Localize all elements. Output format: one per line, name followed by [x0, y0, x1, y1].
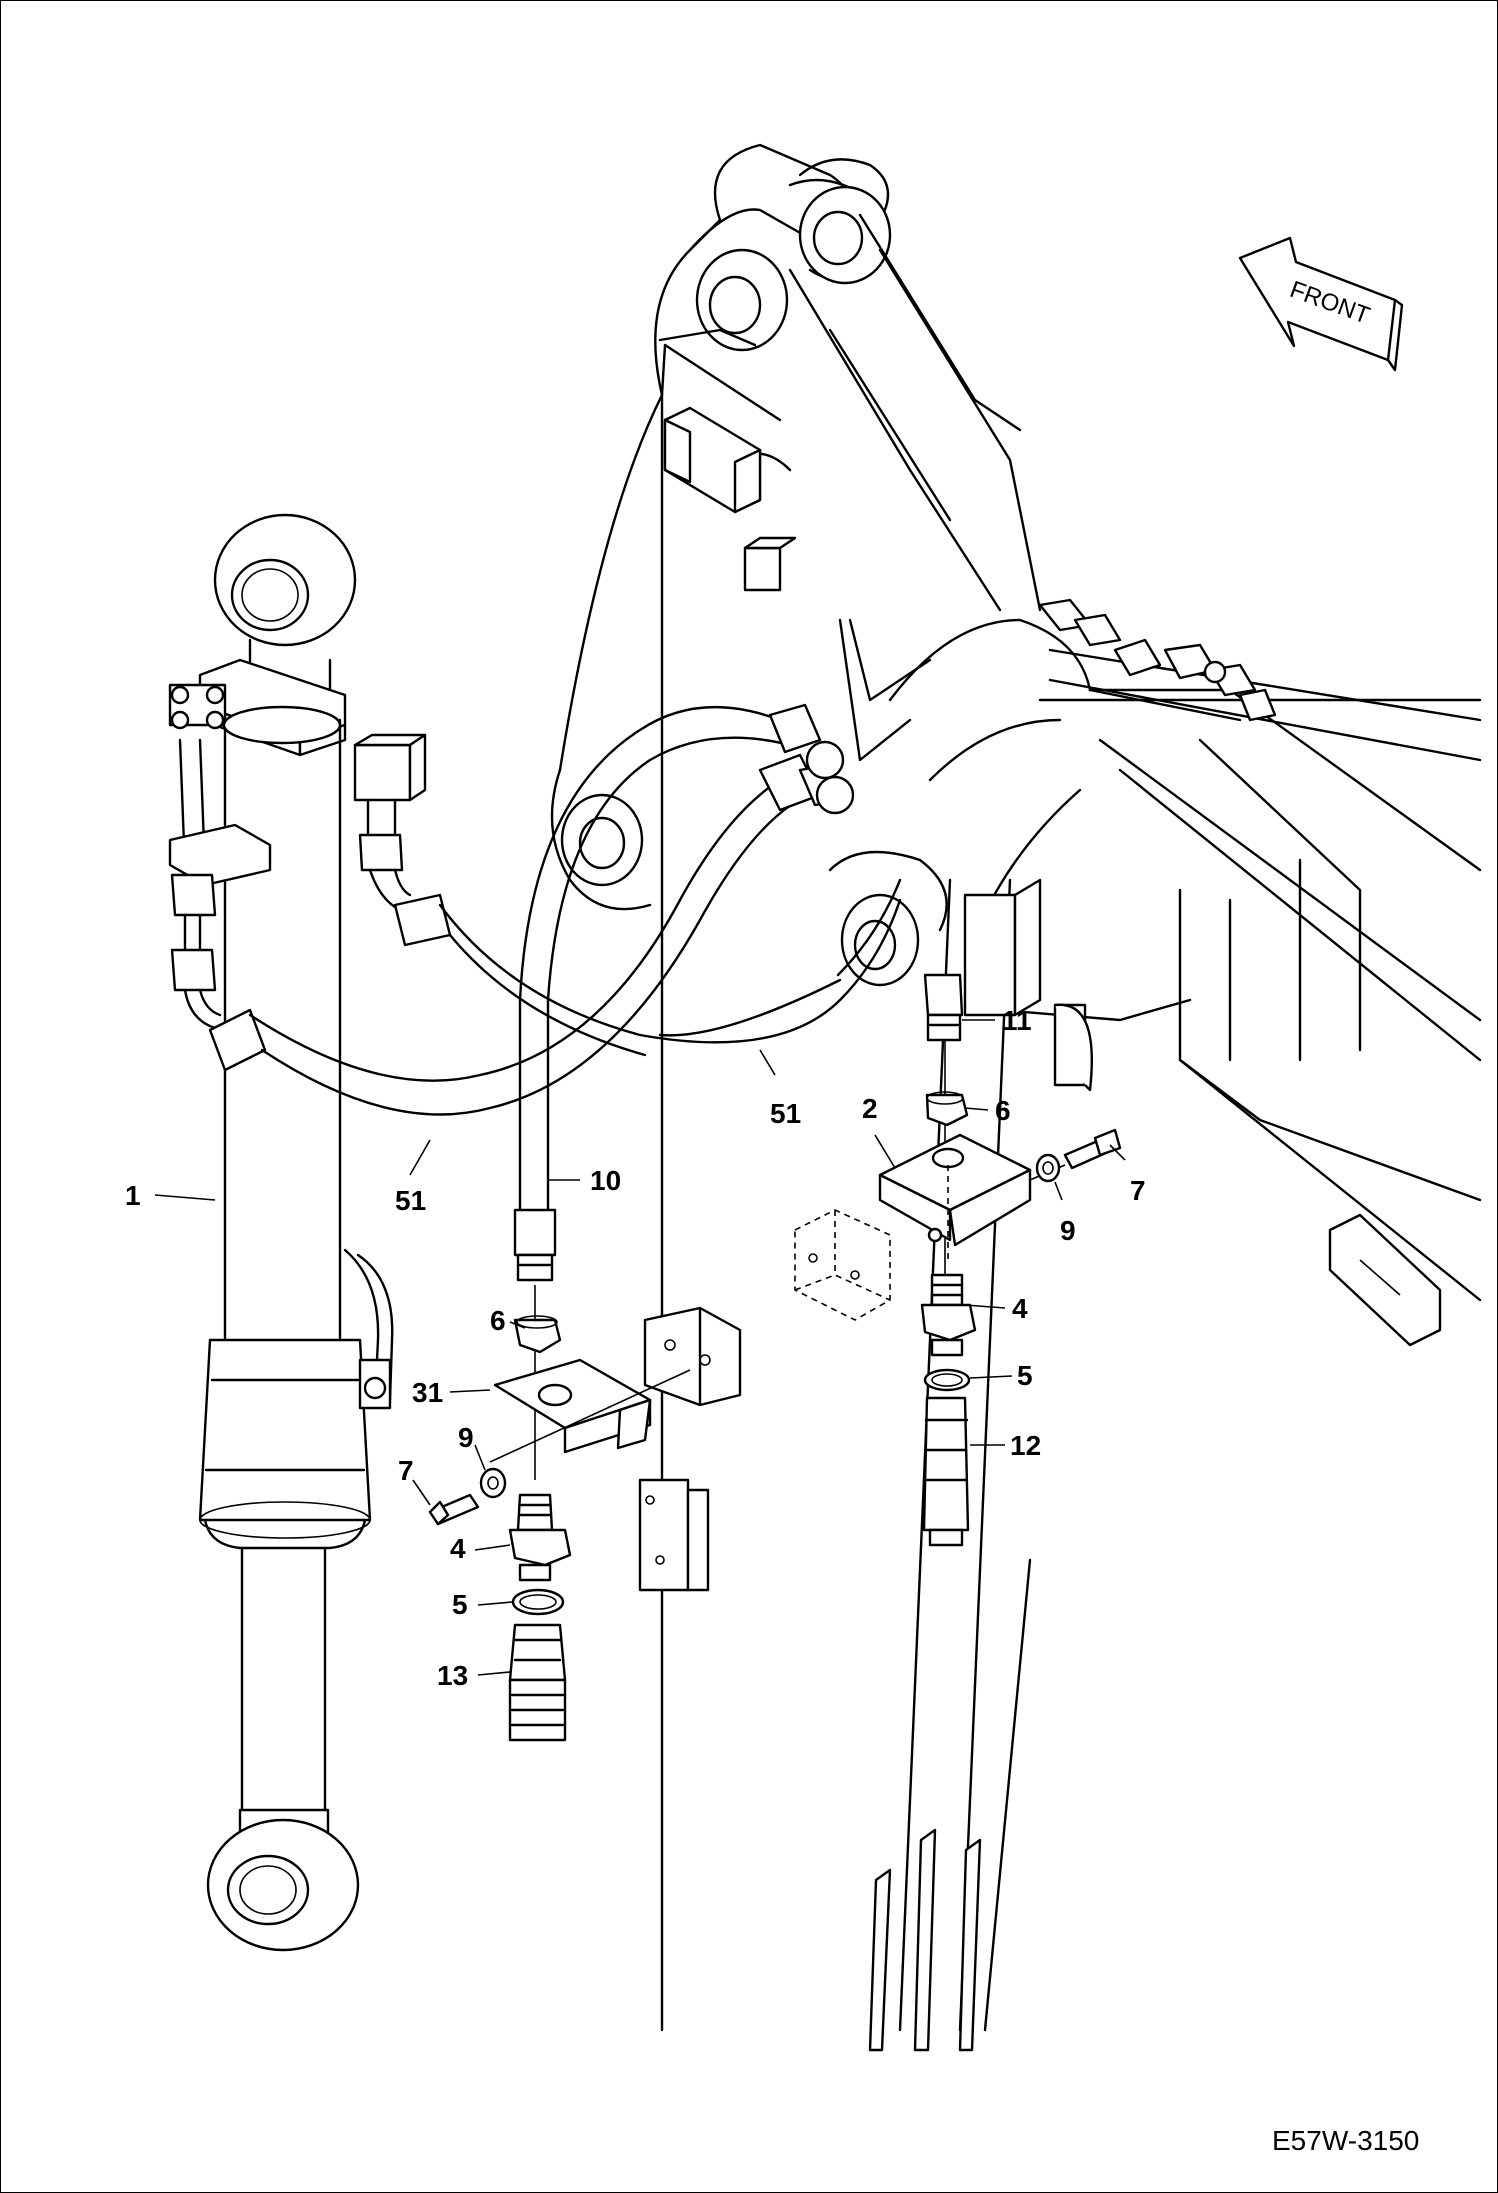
- callout-6-right: 6: [995, 1095, 1011, 1126]
- hose-51: [208, 740, 902, 1116]
- callout-5-left: 5: [452, 1589, 468, 1620]
- callout-31: 31: [412, 1377, 443, 1408]
- callout-7-left: 7: [398, 1455, 414, 1486]
- right-fitting-stack: [794, 973, 1122, 1547]
- callout-1: 1: [125, 1180, 141, 1211]
- callout-51-right: 51: [770, 1098, 801, 1129]
- callout-9-left: 9: [458, 1422, 474, 1453]
- callout-5-right: 5: [1017, 1360, 1033, 1391]
- callout-7-right: 7: [1130, 1175, 1146, 1206]
- leader-lines: [154, 1019, 1126, 1676]
- callout-9-right: 9: [1060, 1215, 1076, 1246]
- callout-2: 2: [862, 1093, 878, 1124]
- callout-4-left: 4: [450, 1533, 466, 1564]
- callout-13: 13: [437, 1660, 468, 1691]
- callout-10: 10: [590, 1165, 621, 1196]
- boom-hoses: [1038, 598, 1482, 762]
- callout-6-left: 6: [490, 1305, 506, 1336]
- left-fitting-stack: [428, 1285, 691, 1742]
- callout-12: 12: [1010, 1430, 1041, 1461]
- hose-10: [513, 703, 822, 1282]
- callout-51-left: 51: [395, 1185, 426, 1216]
- hydraulic-cylinder: [168, 513, 427, 1952]
- callout-11: 11: [1002, 1005, 1032, 1036]
- boom-structure: [550, 143, 1482, 2052]
- callout-labels: 1 51 51 10 6 31 9 7 4 5 13 11 6 2 7 9 4 …: [125, 1005, 1146, 1691]
- callout-4-right: 4: [1012, 1293, 1028, 1324]
- front-direction-arrow: FRONT: [1238, 236, 1404, 372]
- drawing-code: E57W-3150: [1272, 2125, 1419, 2156]
